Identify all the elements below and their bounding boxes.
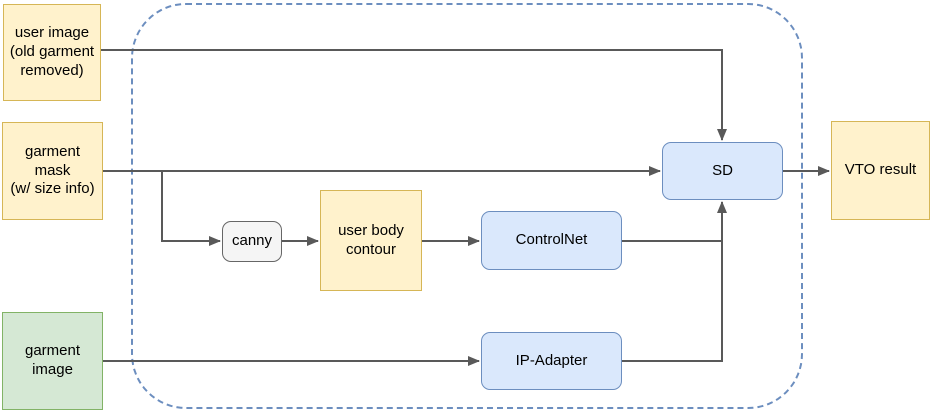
node-garment-image-label: garment image	[24, 342, 81, 378]
node-garment-mask-label: garment mask (w/ size info)	[10, 142, 95, 198]
node-user-image: user image (old garment removed)	[3, 4, 101, 101]
node-sd-label: SD	[712, 161, 733, 179]
node-controlnet-label: ControlNet	[515, 231, 588, 249]
node-ip-adapter-label: IP-Adapter	[515, 351, 588, 369]
node-ip-adapter: IP-Adapter	[481, 332, 622, 390]
node-garment-mask: garment mask (w/ size info)	[2, 122, 103, 220]
node-canny-label: canny	[231, 232, 273, 250]
node-vto-result-label: VTO result	[844, 161, 917, 179]
node-garment-image: garment image	[2, 312, 103, 410]
pipeline-dashed-boundary	[131, 3, 803, 409]
node-user-image-label: user image (old garment removed)	[9, 24, 95, 79]
node-canny: canny	[222, 221, 282, 262]
node-user-body-contour: user body contour	[320, 190, 422, 291]
node-vto-result: VTO result	[831, 121, 930, 220]
node-user-body-contour-label: user body contour	[338, 221, 404, 258]
node-sd: SD	[662, 142, 783, 200]
node-controlnet: ControlNet	[481, 211, 622, 270]
